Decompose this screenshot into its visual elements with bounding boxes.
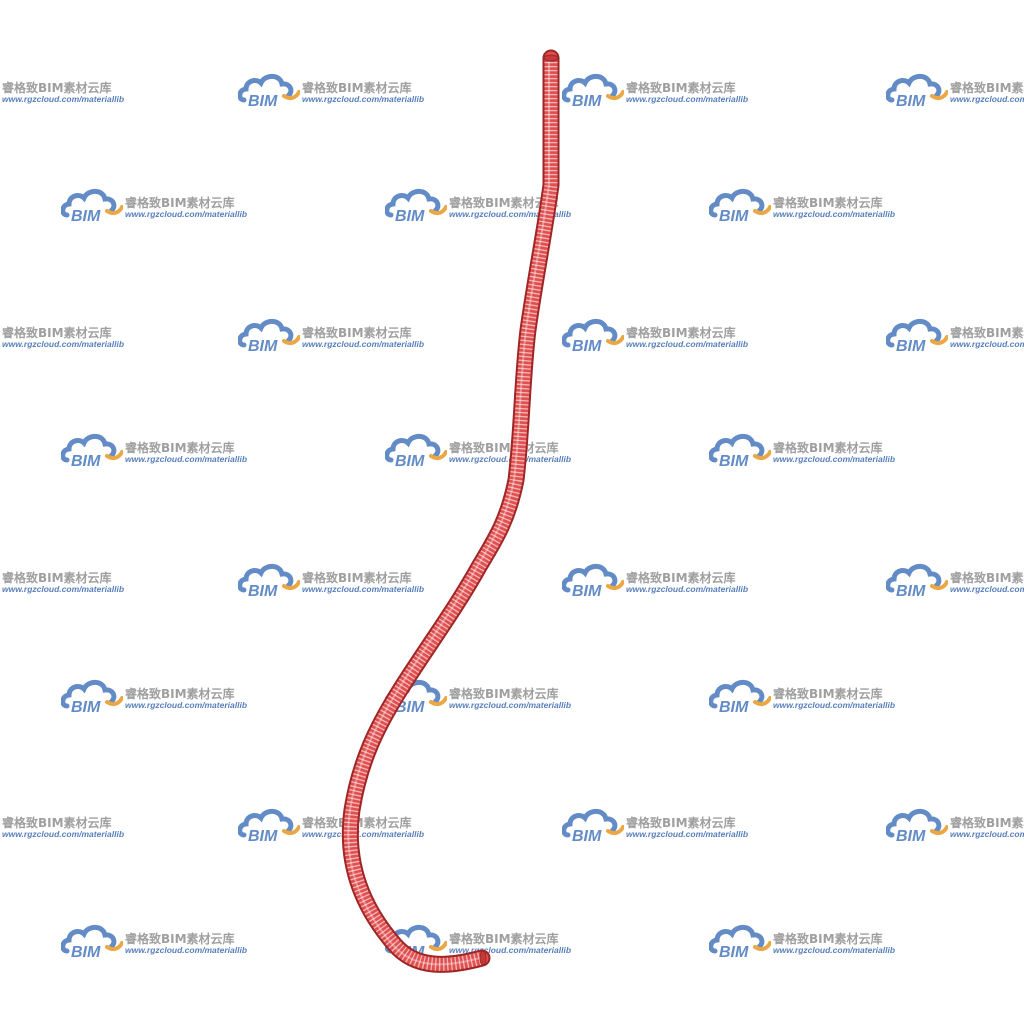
hose-highlight — [347, 57, 550, 966]
hose-corrugation — [343, 58, 558, 971]
hose-bottom-end — [479, 950, 487, 966]
hose-body — [343, 51, 558, 971]
corrugated-hose — [341, 49, 560, 973]
hose-top-end — [543, 54, 559, 62]
hose-outline — [341, 49, 560, 973]
